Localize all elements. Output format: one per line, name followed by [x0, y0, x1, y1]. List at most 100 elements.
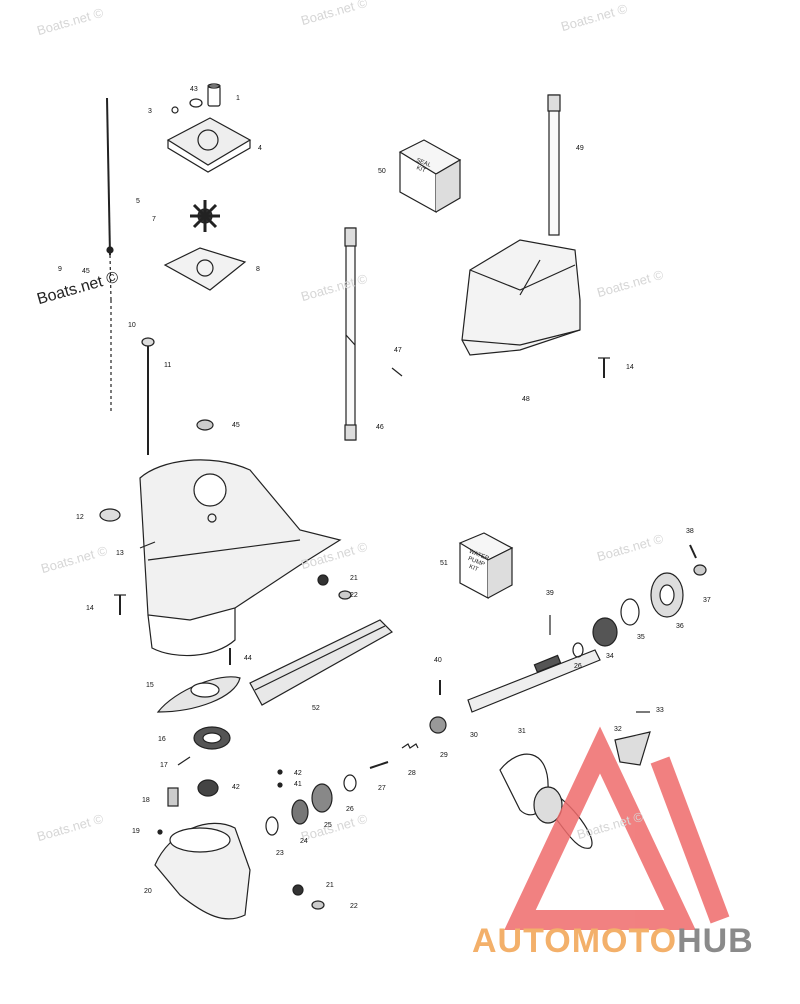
part-38-screw	[689, 544, 697, 559]
part-34-gear	[592, 617, 618, 647]
callout-22: 22	[350, 592, 358, 599]
callout-33: 33	[656, 707, 664, 714]
callout-27: 27	[378, 785, 386, 792]
callout-31: 31	[518, 728, 526, 735]
callout-26: 26	[346, 806, 354, 813]
callout-48: 48	[522, 396, 530, 403]
callout-14: 14	[86, 605, 94, 612]
part-23-washer	[265, 816, 279, 836]
callout-21: 21	[350, 575, 358, 582]
part-22-plug-lower	[311, 900, 325, 910]
part-12-washer	[99, 508, 121, 522]
callout-30: 30	[470, 732, 478, 739]
callout-45: 45	[232, 422, 240, 429]
part-52-strip	[249, 619, 393, 706]
callout-42: 42	[232, 784, 240, 791]
callout-11: 11	[164, 362, 172, 369]
callout-7: 7	[152, 216, 156, 223]
callout-43: 43	[190, 86, 198, 93]
part-28-spring	[401, 743, 419, 749]
part-14-bolt-lower	[114, 594, 126, 615]
callout-4: 4	[258, 145, 262, 152]
part-4-pump-housing	[166, 117, 252, 173]
part-14-bolt-upper	[598, 357, 610, 378]
part-37-washer	[693, 564, 707, 576]
callout-20: 20	[144, 888, 152, 895]
callout-40: 40	[434, 657, 442, 664]
part-22-plug-upper	[338, 590, 352, 600]
callout-12: 12	[76, 514, 84, 521]
logo-text-part2: HUB	[677, 922, 754, 960]
callout-21: 21	[326, 882, 334, 889]
part-3-screw	[171, 106, 179, 114]
part-27-pin	[369, 761, 389, 769]
part-7-impeller	[190, 200, 220, 232]
part-17-pin	[177, 756, 191, 766]
part-32-cone	[614, 731, 651, 766]
callout-26: 26	[574, 663, 582, 670]
part-16-bearing	[193, 726, 231, 750]
callout-10: 10	[128, 322, 136, 329]
part-47-pin	[391, 367, 403, 377]
part-21-nut-upper	[317, 574, 329, 586]
callout-46: 46	[376, 424, 384, 431]
callout-15: 15	[146, 682, 154, 689]
part-26-washer-lower	[343, 774, 357, 792]
part-20-gear-case	[154, 822, 251, 920]
callout-18: 18	[142, 797, 150, 804]
callout-19: 19	[132, 828, 140, 835]
part-30-propeller-shaft	[467, 649, 601, 713]
callout-22: 22	[350, 903, 358, 910]
part-48-upper-housing	[461, 239, 581, 356]
callout-38: 38	[686, 528, 694, 535]
callout-51: 51	[440, 560, 448, 567]
part-5-rod	[106, 97, 114, 412]
part-24-bearing	[291, 799, 309, 825]
part-13-clip	[139, 541, 156, 549]
callout-23: 23	[276, 850, 284, 857]
gear-housing-main	[139, 459, 342, 657]
callout-52: 52	[312, 705, 320, 712]
callout-45: 45	[82, 268, 90, 275]
part-43-seal	[189, 98, 203, 108]
callout-47: 47	[394, 347, 402, 354]
part-15-gasket	[156, 676, 241, 713]
callout-28: 28	[408, 770, 416, 777]
callout-37: 37	[703, 597, 711, 604]
automotohub-logo-text: AUTOMOTOHUB	[472, 922, 754, 961]
part-25-gear	[311, 783, 333, 813]
callout-35: 35	[637, 634, 645, 641]
part-8-plate	[163, 247, 247, 291]
callout-50: 50	[378, 168, 386, 175]
part-49-shaft	[547, 94, 561, 236]
callout-5: 5	[136, 198, 140, 205]
callout-24: 24	[300, 838, 308, 845]
callout-13: 13	[116, 550, 124, 557]
callout-25: 25	[324, 822, 332, 829]
callout-44: 44	[244, 655, 252, 662]
callout-14: 14	[626, 364, 634, 371]
callout-49: 49	[576, 145, 584, 152]
callout-34: 34	[606, 653, 614, 660]
callout-41: 41	[294, 781, 302, 788]
part-11-shift-rod	[141, 337, 155, 455]
callout-3: 3	[148, 108, 152, 115]
logo-text-part1: AUTOMOTO	[472, 922, 678, 960]
part-26-washer-right	[572, 642, 584, 658]
part-41-ball	[277, 782, 283, 788]
callout-32: 32	[614, 726, 622, 733]
part-51-water-pump-kit-box	[458, 532, 514, 600]
callout-39: 39	[546, 590, 554, 597]
part-42-ring	[277, 769, 283, 775]
part-19-screw	[157, 829, 163, 835]
part-35-o-ring	[620, 598, 640, 626]
part-29-clutch	[429, 716, 447, 734]
callout-36: 36	[676, 623, 684, 630]
callout-8: 8	[256, 266, 260, 273]
callout-9: 9	[58, 266, 62, 273]
callout-17: 17	[160, 762, 168, 769]
callout-16: 16	[158, 736, 166, 743]
callout-42: 42	[294, 770, 302, 777]
callout-1: 1	[236, 95, 240, 102]
